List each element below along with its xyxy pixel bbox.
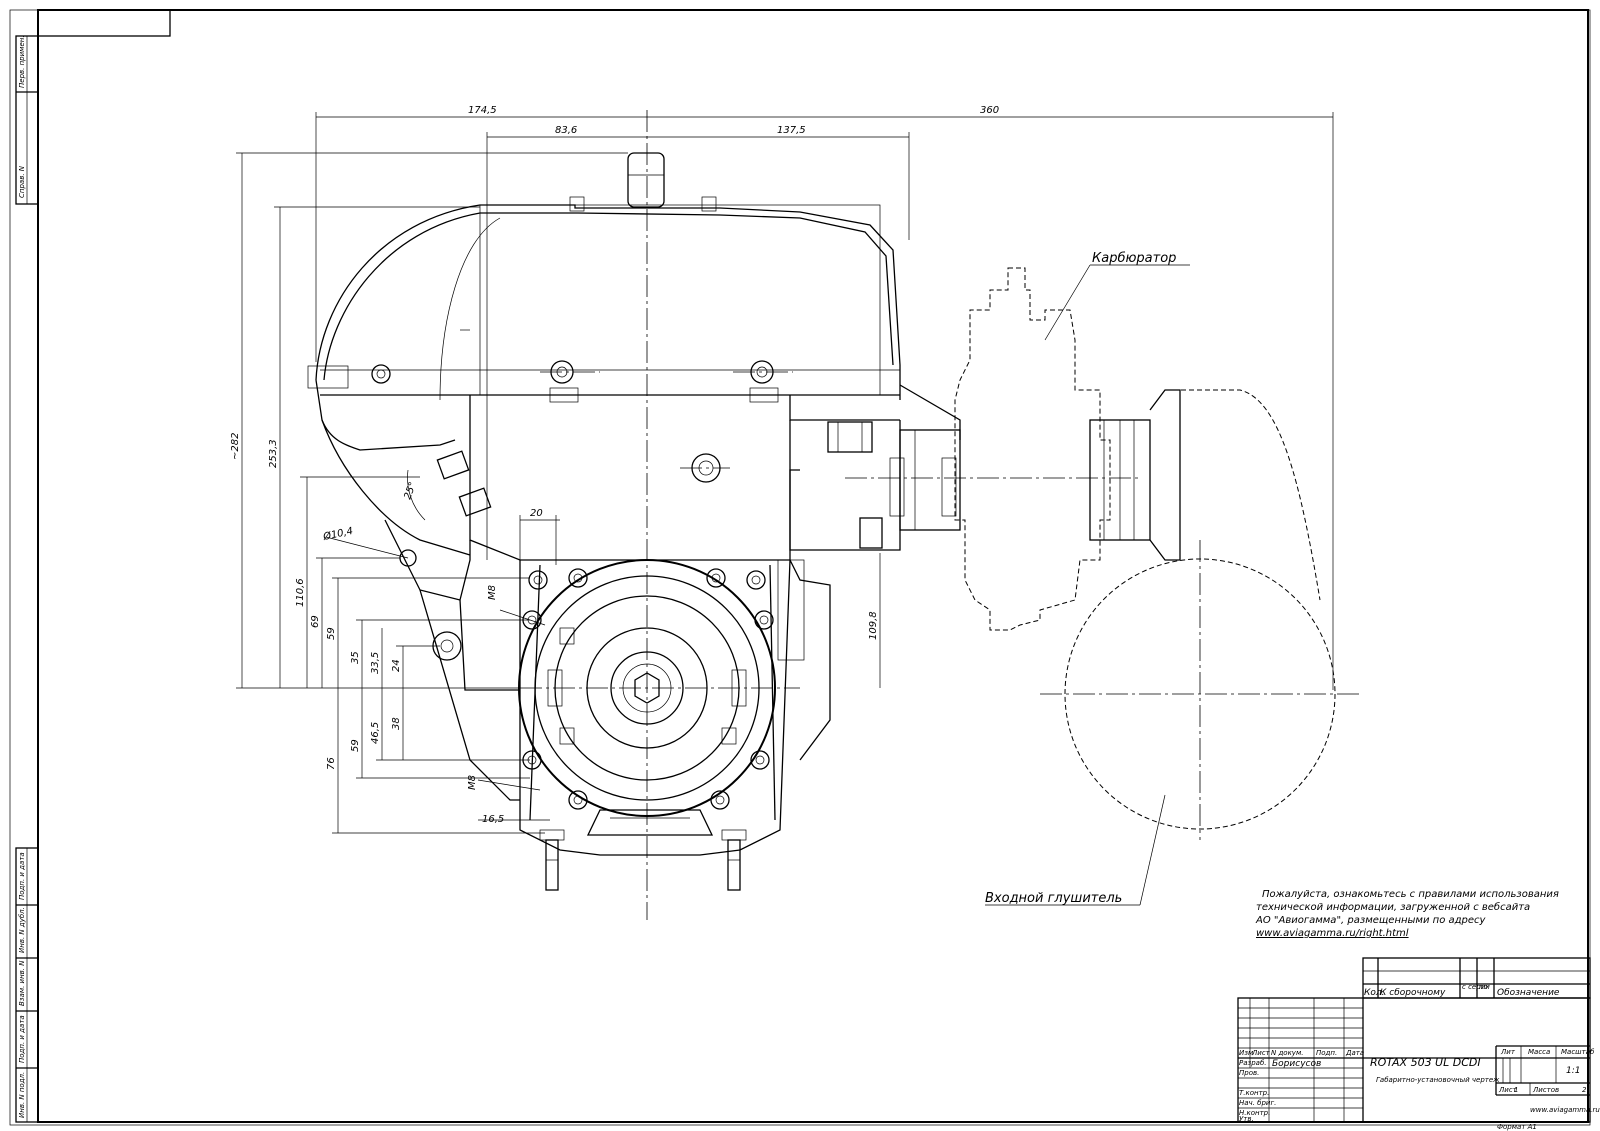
tb-n-dokum: N докум. [1271, 1049, 1303, 1057]
tb-razrab: Разраб. [1239, 1059, 1267, 1067]
dim-24: 24 [391, 659, 402, 672]
side-podp1: Подп. и дата [18, 852, 26, 900]
dim-137: 137,5 [777, 125, 806, 136]
notice-line2: технической информации, загруженной с ве… [1256, 901, 1530, 913]
side-inv-podl: Инв. N подл. [18, 1072, 26, 1118]
dim-angle: 25° [402, 481, 418, 501]
title-block-texts: Кол. К сборочному с серии по Обозначение… [1239, 983, 1600, 1131]
dim-59a: 59 [326, 627, 337, 640]
usage-notice: Пожалуйста, ознакомьтесь с правилами исп… [1255, 889, 1559, 939]
tb-kol: Кол. [1364, 988, 1385, 998]
tb-po: по [1479, 983, 1488, 991]
tb-product: ROTAX 503 UL DCDI [1370, 1056, 1481, 1069]
dim-174: 174,5 [468, 105, 497, 116]
tb-prov: Пров. [1239, 1069, 1259, 1077]
tb-listov: Листов [1532, 1086, 1559, 1094]
side-vzam: Взам. инв. N [18, 960, 26, 1006]
dim-110: 110,6 [295, 578, 306, 607]
tb-site: www.aviagamma.ru [1530, 1106, 1600, 1114]
tb-doc-type: Габаритно-установочный чертеж [1376, 1076, 1500, 1084]
tb-n-kontr: Н.контр. [1239, 1109, 1270, 1117]
dim-35: 35 [350, 651, 361, 664]
tb-t-kontr: Т.контр. [1239, 1089, 1269, 1097]
tb-data: Дата [1345, 1049, 1364, 1057]
tb-sheet-count: 2 [1582, 1086, 1587, 1094]
intake-muffler [1064, 389, 1336, 830]
dim-46: 46,5 [370, 722, 381, 744]
title-block [1237, 957, 1591, 1123]
dim-m8-top: M8 [487, 585, 498, 600]
dim-76: 76 [326, 757, 337, 770]
dim-16: 16,5 [482, 814, 504, 825]
side-sprav: Справ. N [18, 165, 26, 198]
dim-360: 360 [980, 105, 999, 116]
side-strip-labels: Перв. примен. Справ. N Подп. и дата Инв.… [18, 35, 26, 1118]
notice-link[interactable]: www.aviagamma.ru/right.html [1256, 928, 1409, 939]
dim-m8-bottom: M8 [467, 775, 478, 790]
tb-razrab-name: Борисусов [1272, 1059, 1321, 1069]
dim-83: 83,6 [555, 125, 577, 136]
tb-format: Формат А1 [1497, 1123, 1537, 1131]
dimension-lines [236, 112, 1334, 834]
label-carburetor: Карбюратор [1092, 251, 1176, 266]
dim-59b: 59 [350, 739, 361, 752]
tb-utv: Утв. [1239, 1115, 1254, 1123]
sheet-frame [9, 9, 1591, 1126]
notice-line3: АО "Авиогамма", размещенными по адресу [1255, 915, 1487, 926]
side-inv-dubl: Инв. N дубл. [18, 907, 26, 953]
dim-38: 38 [391, 717, 402, 730]
tb-podp: Подп. [1316, 1049, 1337, 1057]
notice-line1: Пожалуйста, ознакомьтесь с правилами исп… [1262, 889, 1559, 900]
side-perv: Перв. примен. [18, 35, 26, 88]
tb-list-col: Лист [1251, 1049, 1271, 1057]
tb-k-sbor: К сборочному [1380, 988, 1446, 998]
tb-masshtab: Масштаб [1561, 1048, 1595, 1056]
dim-282: ~282 [230, 433, 241, 460]
engine-outline [307, 152, 961, 891]
tb-lit: Лит [1500, 1048, 1516, 1056]
label-intake-muffler: Входной глушитель [985, 891, 1122, 906]
tb-izm: Изм [1239, 1049, 1254, 1057]
tb-s: с серии [1462, 983, 1490, 991]
side-podp2: Подп. и дата [18, 1015, 26, 1063]
tb-nach: Нач. бриг. [1239, 1099, 1276, 1107]
dim-33: 33,5 [370, 652, 381, 674]
tb-sheet-num: 1 [1514, 1086, 1518, 1094]
tb-list: Лист [1498, 1086, 1518, 1094]
dim-dia: Ø10,4 [321, 525, 354, 543]
tb-oboznachenie: Обозначение [1497, 988, 1560, 998]
dim-109: 109,8 [868, 611, 879, 640]
leader-lines [985, 264, 1190, 906]
dim-253: 253,3 [268, 439, 279, 468]
dim-69: 69 [310, 615, 321, 628]
dim-20: 20 [530, 508, 543, 519]
center-lines [520, 110, 1360, 920]
carburetor-outline [954, 267, 1181, 631]
tb-scale: 1:1 [1566, 1066, 1580, 1076]
tb-massa: Масса [1528, 1048, 1550, 1056]
